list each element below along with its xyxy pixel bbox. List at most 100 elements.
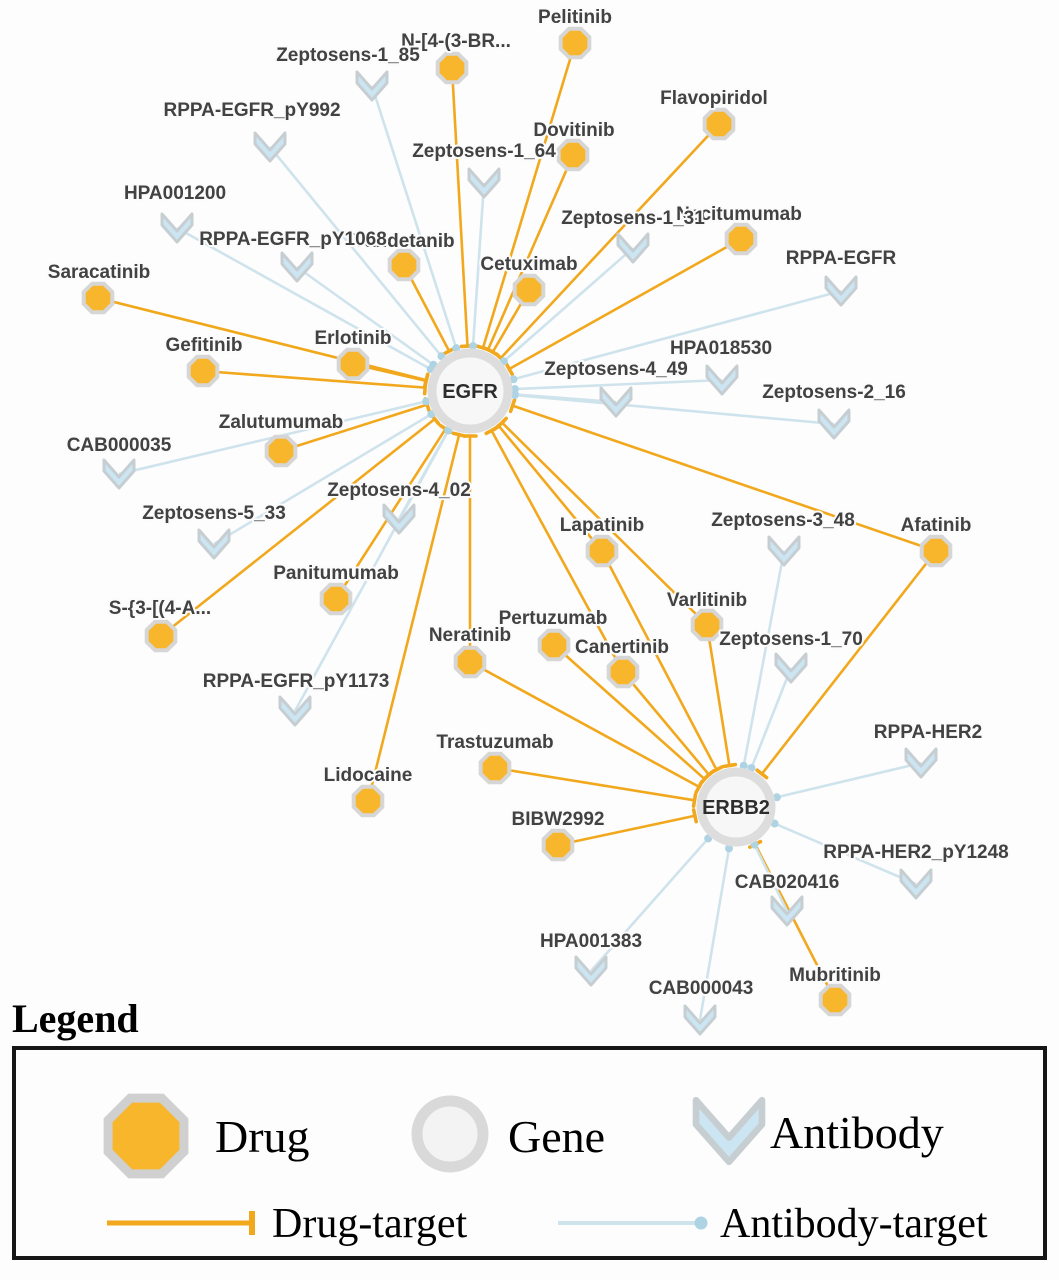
antibody-node[interactable] — [160, 212, 194, 244]
drug-node[interactable] — [387, 248, 421, 282]
antibody-target-edge — [268, 146, 443, 358]
antibody-target-edge — [502, 247, 634, 363]
drug-node[interactable] — [585, 534, 619, 568]
antibody-label: Zeptosens-1_70 — [719, 629, 863, 650]
drug-label: BIBW2992 — [512, 809, 605, 830]
drug-label: S-{3-[(4-A... — [109, 598, 211, 619]
drug-label: Flavopiridol — [660, 88, 768, 109]
antibody-label: RPPA-EGFR_pY1173 — [203, 671, 390, 692]
drug-label: Lapatinib — [560, 515, 644, 536]
drug-label: Lidocaine — [324, 765, 413, 786]
antibody-target-dot — [510, 385, 519, 394]
drug-node[interactable] — [702, 107, 736, 141]
antibody-node[interactable] — [705, 364, 739, 396]
antibody-label: CAB000035 — [67, 435, 172, 456]
antibody-node[interactable] — [574, 955, 608, 987]
drug-target-edge — [366, 434, 461, 802]
drug-target-edge — [450, 67, 469, 347]
drug-label: Trastuzumab — [436, 732, 553, 753]
drug-node[interactable] — [186, 354, 220, 388]
drug-node[interactable] — [478, 751, 512, 785]
antibody-target-dot — [725, 844, 734, 853]
antibody-node[interactable] — [774, 652, 808, 684]
antibody-label: RPPA-EGFR_pY992 — [163, 100, 340, 121]
antibody-legend-icon — [692, 1096, 766, 1166]
antibody-target-edge — [296, 265, 435, 366]
antibody-target-dot — [739, 761, 748, 770]
antibody-label: CAB000043 — [649, 978, 754, 999]
drug-target-edge — [499, 123, 720, 359]
drug-target-tee — [755, 768, 769, 780]
antibody-node[interactable] — [355, 70, 389, 102]
drug-node[interactable] — [556, 138, 590, 172]
drug-node[interactable] — [724, 222, 758, 256]
drug-label: Panitumumab — [273, 563, 399, 584]
drug-node[interactable] — [537, 628, 571, 662]
drug-target-edge — [760, 550, 938, 775]
drug-node[interactable] — [690, 608, 724, 642]
drug-node[interactable] — [606, 655, 640, 689]
antibody-node[interactable] — [683, 1004, 717, 1036]
antibody-legend-label: Antibody — [770, 1107, 944, 1158]
drug-node[interactable] — [919, 534, 953, 568]
drug-target-edge — [202, 369, 426, 389]
drug-node[interactable] — [541, 828, 575, 862]
gene-legend-label: Gene — [508, 1111, 605, 1162]
drug-node[interactable] — [144, 619, 178, 653]
drug-node[interactable] — [818, 983, 852, 1017]
drug-target-tee — [508, 398, 517, 414]
drug-target-tee — [504, 361, 514, 377]
gene-node[interactable] — [427, 348, 513, 434]
drug-node[interactable] — [351, 784, 385, 818]
drug-label: Canertinib — [575, 637, 669, 658]
drug-label: Saracatinib — [48, 262, 150, 283]
antibody-node[interactable] — [899, 868, 933, 900]
drug-node[interactable] — [319, 582, 353, 616]
drug-node[interactable] — [453, 645, 487, 679]
drug-label: Vandetanib — [353, 231, 454, 252]
drug-target-edge — [600, 550, 718, 771]
drug-node[interactable] — [558, 26, 592, 60]
drug-label: Mubritinib — [789, 965, 881, 986]
antibody-node[interactable] — [253, 131, 287, 163]
drug-node[interactable] — [264, 434, 298, 468]
antibody-label: Zeptosens-1_31 — [561, 208, 705, 229]
antibody-target-dot — [469, 342, 478, 351]
drug-target-tee — [485, 347, 500, 357]
antibody-label: RPPA-HER2_pY1248 — [823, 842, 1009, 863]
antibody-node[interactable] — [904, 747, 938, 779]
antibody-node[interactable] — [280, 251, 314, 283]
drug-target-legend-label: Drug-target — [272, 1201, 467, 1247]
drug-target-edge — [501, 421, 708, 626]
drug-node[interactable] — [435, 51, 469, 85]
antibody-node[interactable] — [467, 167, 501, 199]
antibody-node[interactable] — [102, 458, 136, 490]
antibody-node[interactable] — [767, 535, 801, 567]
drug-label: Pertuzumab — [499, 608, 608, 629]
drug-label: Zalutumumab — [219, 412, 344, 433]
antibody-target-dot — [772, 793, 781, 802]
drug-target-edge — [490, 429, 625, 673]
antibody-node[interactable] — [824, 275, 858, 307]
drug-target-edge — [508, 237, 742, 371]
antibody-node[interactable] — [197, 528, 231, 560]
antibody-node[interactable] — [770, 895, 804, 927]
antibody-label: RPPA-EGFR — [786, 248, 897, 269]
drug-node[interactable] — [336, 347, 370, 381]
drug-label: Necitumumab — [676, 204, 802, 225]
drug-node[interactable] — [81, 281, 115, 315]
drug-target-edge — [497, 424, 604, 552]
drug-target-tee — [698, 772, 711, 786]
gene-node[interactable] — [696, 767, 776, 847]
antibody-node[interactable] — [616, 232, 650, 264]
drug-target-edge — [557, 814, 696, 847]
antibody-node[interactable] — [382, 503, 416, 535]
antibody-node[interactable] — [599, 386, 633, 418]
drug-node[interactable] — [512, 273, 546, 307]
antibody-node[interactable] — [278, 695, 312, 727]
antibody-node[interactable] — [817, 408, 851, 440]
network-labels: EGFRERBB2PelitinibN-[4-(3-BR...Dovitinib… — [46, 5, 1011, 1001]
antibody-target-edge — [213, 412, 433, 546]
